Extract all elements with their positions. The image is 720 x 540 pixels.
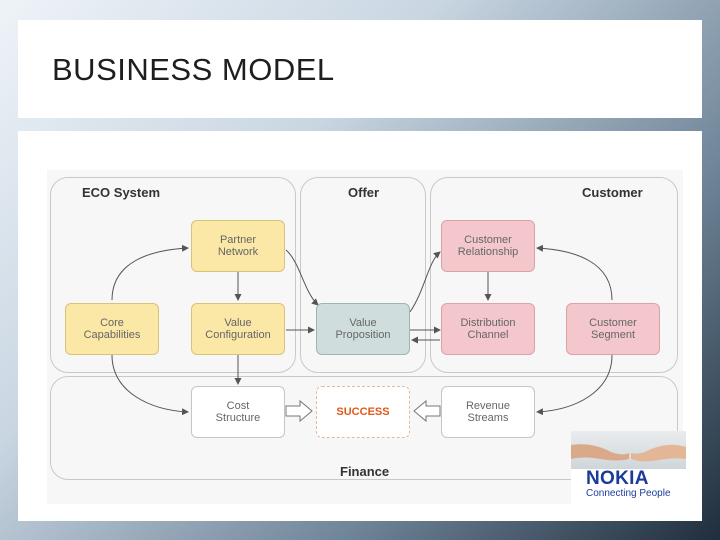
customer-label: Customer	[582, 185, 643, 200]
finance-group	[50, 376, 678, 480]
finance-label: Finance	[340, 464, 390, 479]
hands-icon	[571, 444, 686, 462]
arrow-segment-to-relationship	[536, 244, 613, 301]
slide-title: BUSINESS MODEL	[52, 52, 335, 87]
node-partner-network: Partner Network	[191, 220, 285, 272]
node-cost-structure: Cost Structure	[191, 386, 285, 438]
node-core-capabilities: Core Capabilities	[65, 303, 159, 355]
arrow-core-to-cost	[111, 354, 189, 416]
offer-label: Offer	[348, 185, 380, 200]
block-arrow-cost-to-success	[285, 399, 313, 423]
arrow-partner-to-proposition	[285, 249, 319, 306]
node-success: SUCCESS	[316, 386, 410, 438]
arrow-segment-to-revenue	[536, 354, 613, 416]
offer-group	[300, 177, 426, 373]
node-revenue-streams: Revenue Streams	[441, 386, 535, 438]
node-customer-segment: Customer Segment	[566, 303, 660, 355]
title-panel	[18, 20, 702, 118]
node-customer-relationship: Customer Relationship	[441, 220, 535, 272]
nokia-tagline: Connecting People	[586, 488, 671, 499]
eco-system-group	[50, 177, 296, 373]
node-value-proposition: Value Proposition	[316, 303, 410, 355]
logo-box	[571, 469, 686, 505]
node-value-configuration: Value Configuration	[191, 303, 285, 355]
eco-system-label: ECO System	[82, 185, 161, 200]
customer-group	[430, 177, 678, 373]
arrow-core-to-partner	[111, 244, 189, 301]
block-arrow-revenue-to-success	[413, 399, 441, 423]
node-distribution-channel: Distribution Channel	[441, 303, 535, 355]
logo-hands-image	[571, 431, 686, 469]
nokia-logo-wordmark: NOKIA	[586, 468, 649, 489]
arrow-proposition-to-relationship	[409, 251, 441, 313]
